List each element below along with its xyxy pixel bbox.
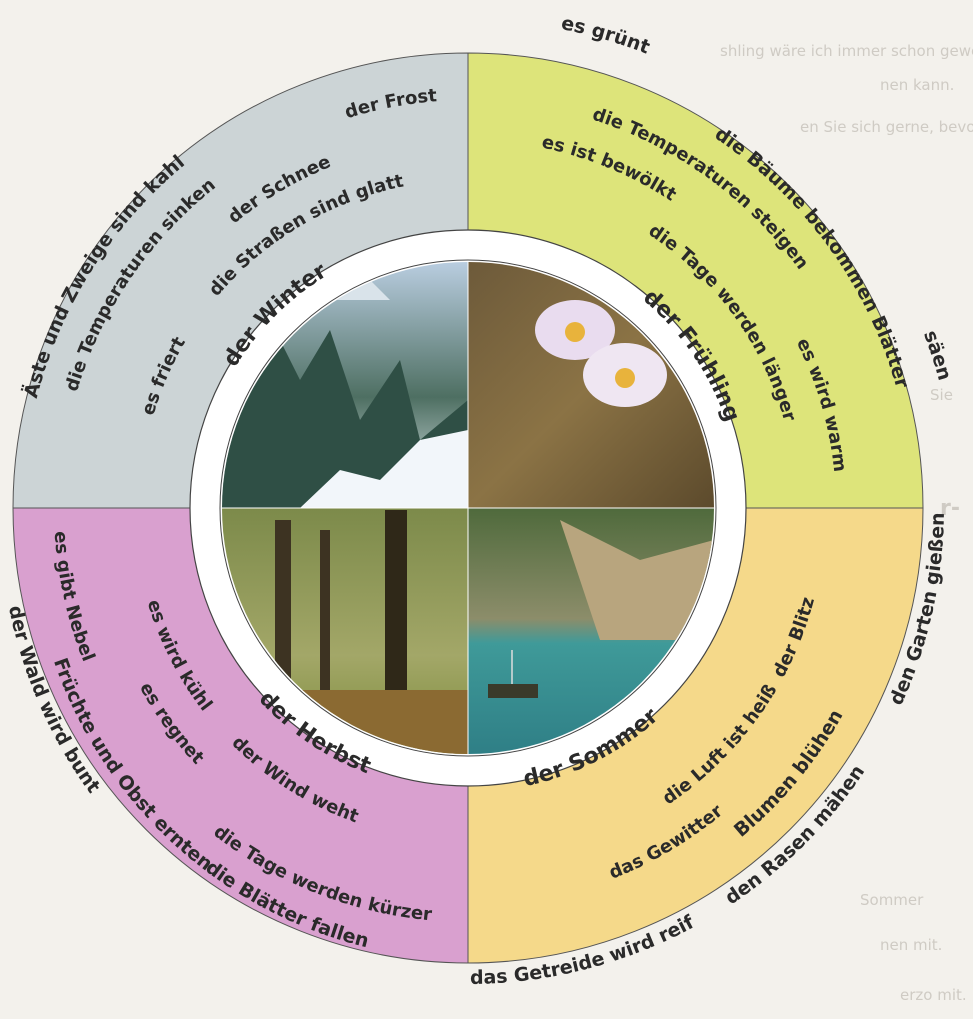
bg-line-4: Sie <box>930 386 953 404</box>
bg-line-2: nen kann. <box>880 76 954 94</box>
season-photos <box>222 262 714 754</box>
bg-line-5: r- <box>940 496 960 521</box>
spring-phrase-es-gruent: es grünt <box>559 12 652 58</box>
bg-line-7: nen mit. <box>880 936 942 954</box>
bg-line-1: shling wäre ich immer schon gewesen <box>720 42 973 60</box>
background-page-text: shling wäre ich immer schon gewesen nen … <box>720 42 973 1004</box>
bg-line-8: erzo mit. <box>900 986 967 1004</box>
bg-line-6: Sommer <box>860 891 924 909</box>
bg-line-3: en Sie sich gerne, bevor Sie <box>800 118 973 136</box>
spring-phrase-saeen: säen <box>919 327 956 382</box>
